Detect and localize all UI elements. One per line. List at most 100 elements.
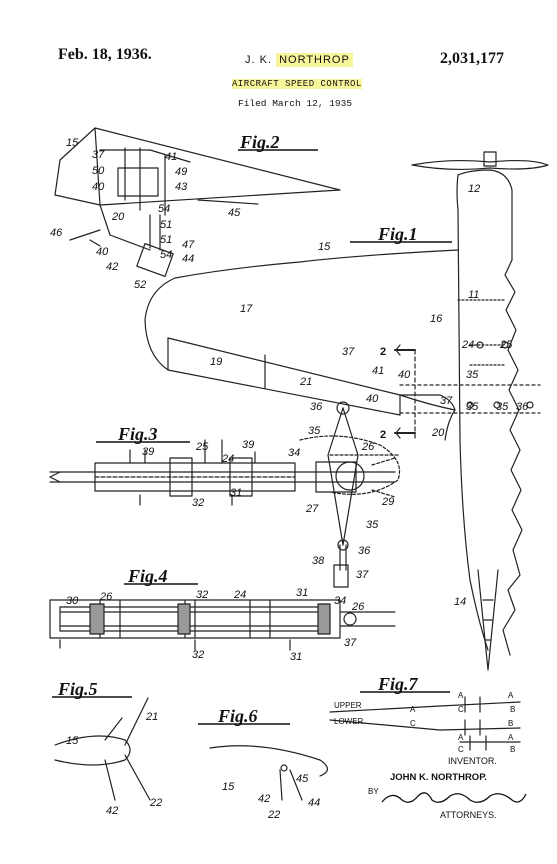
ref-31a-fig4: 31 [296, 587, 308, 599]
fig7-lower-label: LOWER [334, 717, 364, 726]
ref-11: 11 [468, 289, 479, 301]
fig2-wing-perspective [54, 127, 341, 278]
wing-leading-edge [144, 249, 459, 371]
ref-32b-fig4: 32 [192, 649, 204, 661]
ref-16: 16 [430, 313, 443, 325]
ref-54a: 54 [158, 203, 170, 215]
ref-21-fig5: 21 [145, 711, 158, 723]
ref-45-fig2: 45 [228, 207, 241, 219]
ref-15-fig1: 15 [318, 241, 331, 253]
fig7-b1: B [510, 705, 515, 714]
ref-22-fig5: 22 [149, 797, 162, 809]
ref-32a-fig4: 32 [196, 589, 208, 601]
fig7-a5: A [508, 733, 514, 742]
fig5-airfoil [54, 735, 131, 766]
fig3-actuator [49, 439, 396, 506]
fig7-a1: A [458, 691, 464, 700]
fig3-label: Fig.3 [117, 424, 158, 444]
fig7-a2: A [508, 691, 514, 700]
ref-25-fig3: 25 [195, 441, 209, 453]
fig5-section [54, 697, 151, 801]
fig7-b2: B [508, 719, 513, 728]
ref-39b: 39 [242, 439, 254, 451]
ref-14: 14 [454, 596, 466, 608]
fig1-linkage [299, 401, 401, 588]
fig6-airfoil [209, 745, 329, 777]
fig4-label: Fig.4 [127, 566, 168, 586]
fig5-label: Fig.5 [57, 679, 98, 699]
ref-20-fig1: 20 [431, 427, 445, 439]
ref-46: 46 [50, 227, 63, 239]
fig7-schematic [329, 696, 521, 751]
fig7-a3: A [410, 705, 416, 714]
ref-51b: 51 [160, 234, 172, 246]
linkage-dashed-outline [299, 435, 401, 495]
ref-37-link: 37 [356, 569, 369, 581]
ref-44-fig2: 44 [182, 253, 194, 265]
inventor-full-name: JOHN K. NORTHROP. [390, 772, 487, 783]
ref-17: 17 [240, 303, 253, 315]
ref-37-fig4: 37 [344, 637, 357, 649]
ref-40b-fig2: 40 [96, 246, 109, 258]
inventor-surname-highlighted: NORTHROP [276, 53, 353, 67]
fig3-end-fitting [315, 461, 357, 493]
ref-40-fig2: 40 [92, 181, 105, 193]
ref-47: 47 [182, 239, 195, 251]
ref-36a: 36 [310, 401, 323, 413]
ref-30: 30 [66, 595, 79, 607]
propeller-hub [483, 151, 497, 167]
ref-35a: 35 [466, 369, 479, 381]
ref-34-fig4: 34 [334, 595, 346, 607]
ref-36-fig1: 36 [516, 401, 529, 413]
ref-26a-fig4: 26 [99, 591, 113, 603]
ref-26b-fig4: 26 [351, 601, 365, 613]
ref-35e: 35 [366, 519, 379, 531]
fig7-label: Fig.7 [377, 674, 419, 694]
inventor-heading: J. K. NORTHROP [245, 53, 353, 67]
inventor-initials: J. K. [245, 54, 273, 66]
ref-35c: 35 [496, 401, 509, 413]
ref-25-fig1: 25 [499, 339, 513, 351]
flap-hinge-dashed [399, 384, 541, 414]
fig2-label: Fig.2 [239, 132, 280, 152]
ref-51a: 51 [160, 219, 172, 231]
ref-29: 29 [381, 496, 394, 508]
fig6-label: Fig.6 [217, 706, 258, 726]
ref-12: 12 [468, 183, 480, 195]
patent-number: 2,031,177 [440, 50, 504, 67]
ref-20-fig2: 20 [111, 211, 125, 223]
fig7-c3: C [458, 745, 464, 754]
fuselage-break-line [502, 259, 523, 656]
actuator-cylinder [333, 564, 349, 588]
fuselage-nose [457, 169, 513, 261]
ref-41-fig2: 41 [165, 151, 177, 163]
ref-42-fig6: 42 [258, 793, 270, 805]
patent-date: Feb. 18, 1936. [58, 46, 152, 63]
attorneys-label: ATTORNEYS. [440, 810, 497, 820]
fuselage-side [457, 209, 489, 651]
fig4-section [49, 599, 396, 651]
ref-50: 50 [92, 165, 105, 177]
fig6-section [209, 745, 329, 801]
fig3-bearing [335, 461, 365, 491]
inventor-label: INVENTOR. [448, 756, 497, 766]
filed-date: Filed March 12, 1935 [238, 98, 353, 109]
ref-15-fig6: 15 [222, 781, 235, 793]
section-2-top: 2 [380, 346, 386, 358]
ref-24-fig3: 24 [221, 453, 234, 465]
ref-37b-fig1: 37 [440, 395, 453, 407]
fig7-a4: A [458, 733, 464, 742]
ref-36b: 36 [358, 545, 371, 557]
ref-35d: 35 [308, 425, 321, 437]
ref-15-fig5: 15 [66, 735, 79, 747]
ref-40b-fig1: 40 [366, 393, 379, 405]
attorney-signature-drawing [381, 792, 527, 803]
ref-37-fig1: 37 [342, 346, 355, 358]
reference-numerals: 12 11 15 16 17 19 21 37 41 40 40 2 2 37 … [50, 137, 529, 821]
ref-34-fig3: 34 [288, 447, 300, 459]
ref-21-fig1: 21 [299, 376, 312, 388]
ref-32-fig3: 32 [192, 497, 204, 509]
ref-15-fig2: 15 [66, 137, 79, 149]
